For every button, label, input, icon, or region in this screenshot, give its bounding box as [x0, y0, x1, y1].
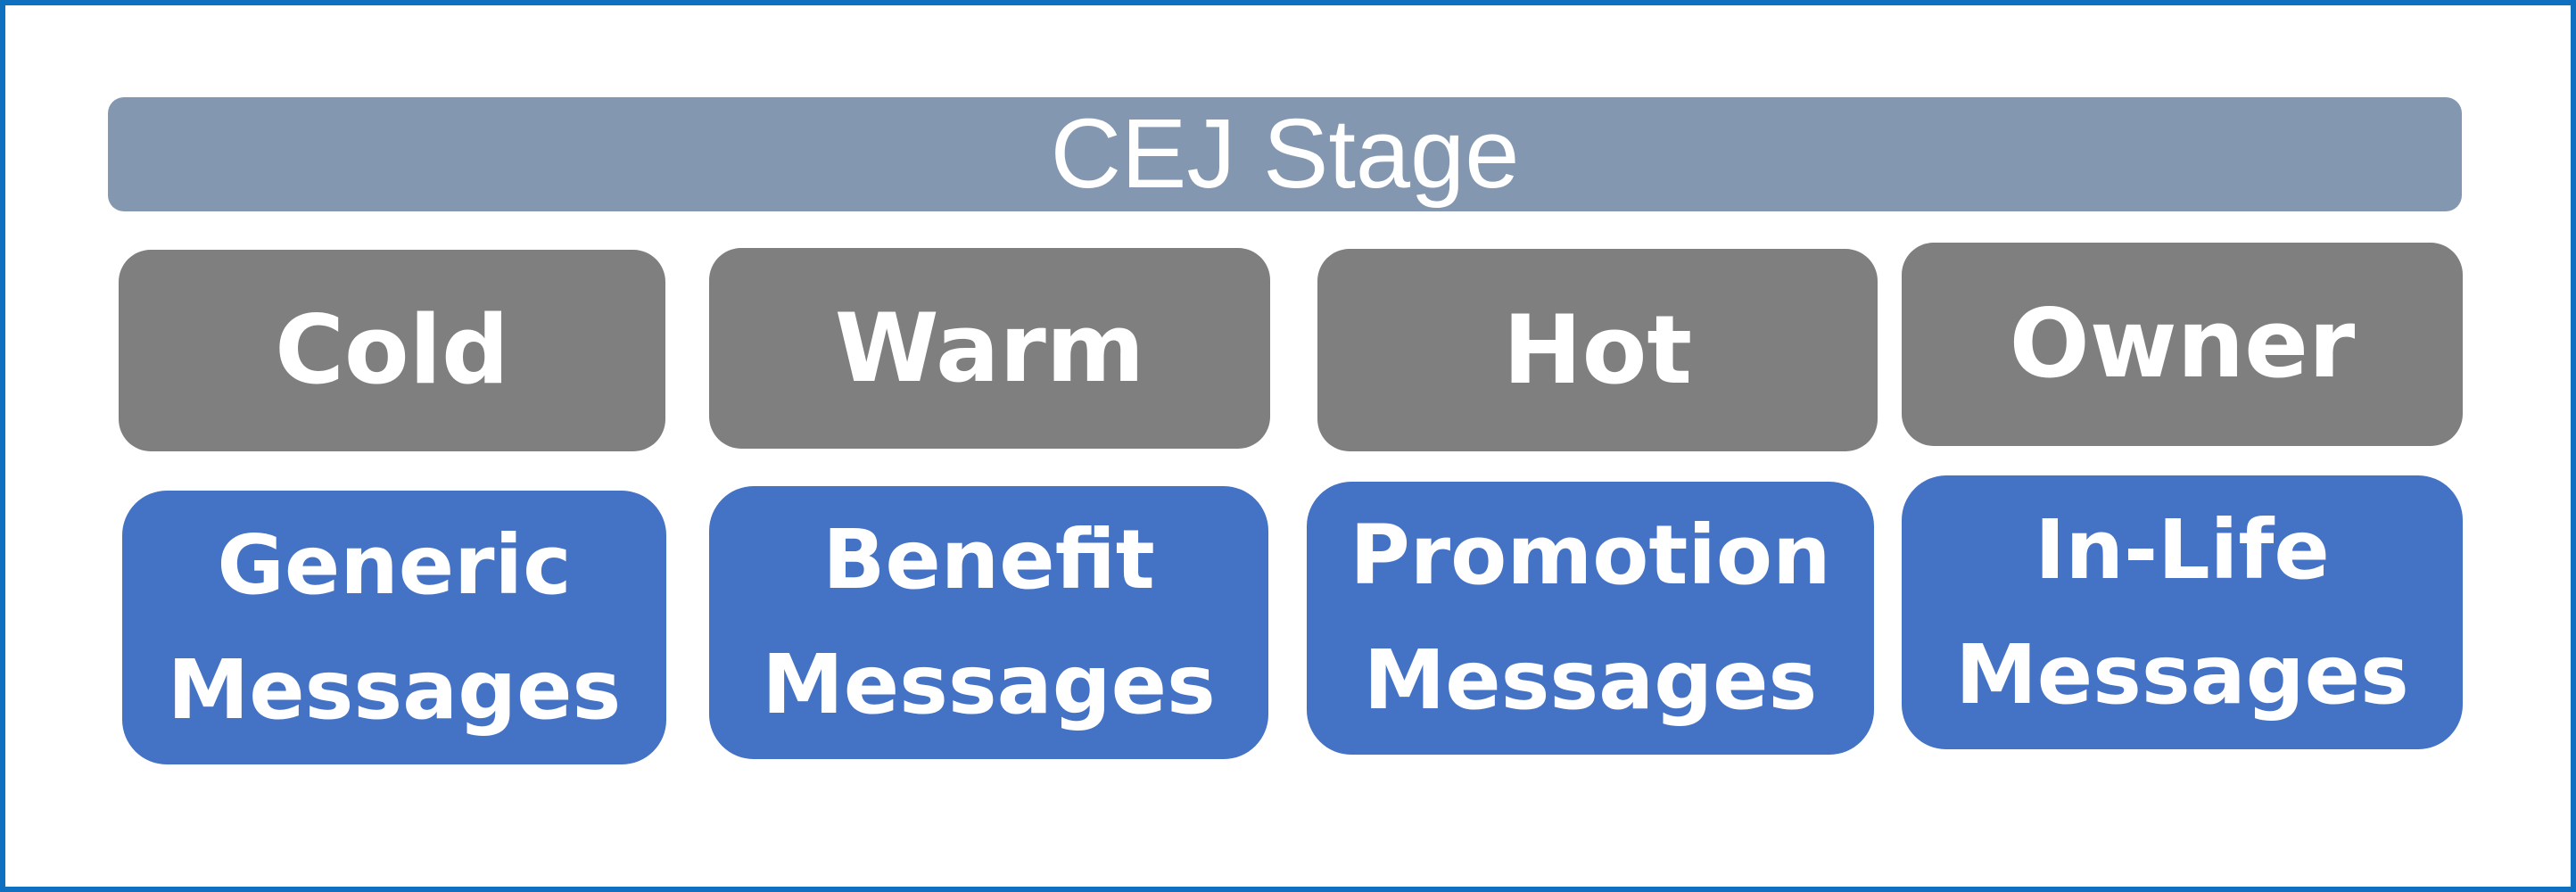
- message-line1: Generic: [217, 516, 572, 613]
- message-box-benefit: Benefit Messages: [709, 486, 1268, 759]
- message-box-generic: Generic Messages: [122, 491, 666, 764]
- message-line1: In-Life: [2035, 501, 2330, 598]
- message-line2: Messages: [1955, 626, 2409, 723]
- message-line1: Promotion: [1350, 508, 1831, 603]
- stage-cold: Cold: [119, 250, 665, 451]
- message-line1: Benefit: [822, 512, 1155, 607]
- cej-stage-header: CEJ Stage: [108, 97, 2462, 211]
- message-line2: Messages: [167, 641, 622, 738]
- message-box-in-life: In-Life Messages: [1902, 475, 2463, 749]
- message-box-promotion: Promotion Messages: [1307, 482, 1874, 755]
- stage-hot: Hot: [1317, 249, 1878, 451]
- message-line2: Messages: [762, 637, 1216, 732]
- stage-owner: Owner: [1902, 243, 2463, 446]
- stage-warm: Warm: [709, 248, 1270, 449]
- message-line2: Messages: [1363, 632, 1818, 728]
